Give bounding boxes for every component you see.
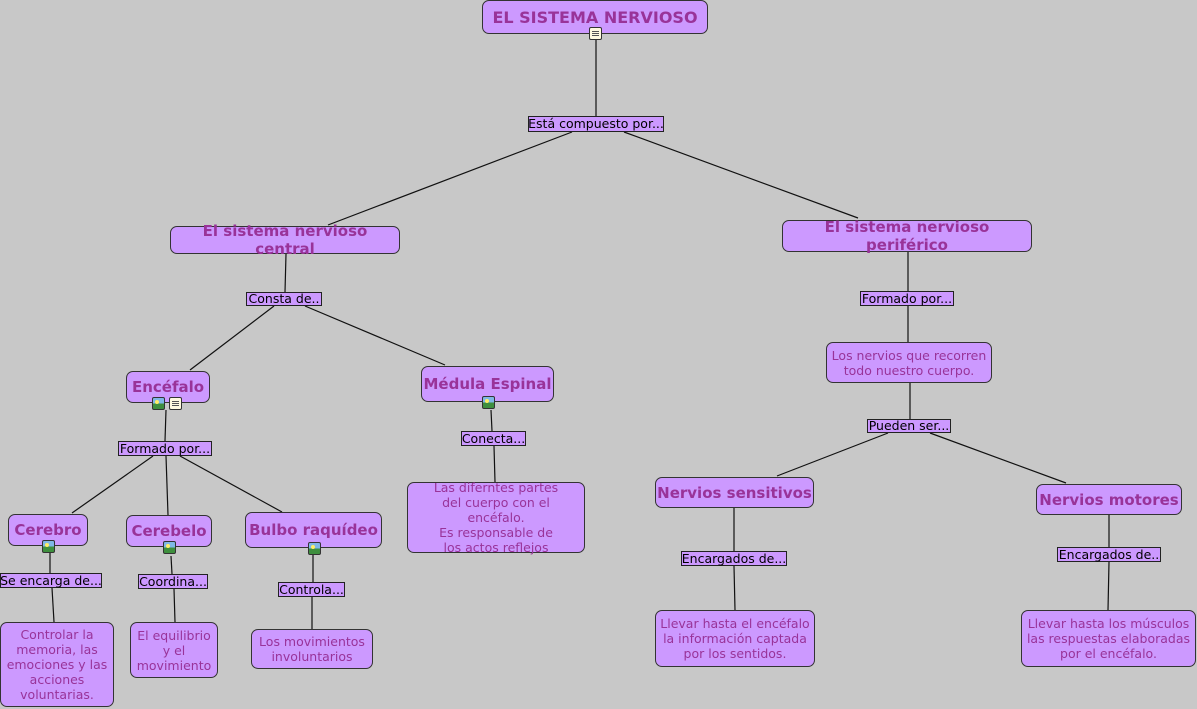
concept-label: Médula Espinal	[423, 375, 552, 393]
desc-line: El equilibrio	[137, 627, 211, 643]
desc-line: la información captada	[663, 631, 807, 646]
concept-label: Nervios sensitivos	[657, 483, 812, 502]
desc-line: todo nuestro cuerpo.	[843, 362, 975, 378]
image-icon[interactable]	[482, 396, 495, 409]
document-icon[interactable]	[169, 397, 182, 410]
image-icon[interactable]	[42, 540, 55, 553]
concept-label: El sistema nervioso central	[202, 222, 368, 258]
desc-line: voluntarias.	[20, 687, 94, 702]
image-icon[interactable]	[163, 541, 176, 554]
link-encargados-motores[interactable]: Encargados de..	[1057, 546, 1161, 562]
concept-label: El sistema nervioso periférico	[824, 218, 990, 254]
desc-line: Las diferntes partes	[433, 480, 559, 495]
desc-line: memoria, las	[16, 642, 98, 657]
link-encargados-sensitivos[interactable]: Encargados de...	[681, 550, 787, 566]
concept-label: Nervios motores	[1039, 490, 1179, 509]
concept-central[interactable]: El sistema nervioso central	[170, 222, 400, 258]
desc-line: Controlar la	[20, 627, 94, 642]
concept-label: Encéfalo	[131, 378, 205, 396]
desc-line: los actos reflejos	[443, 540, 549, 555]
desc-line: Es responsable de	[439, 525, 553, 540]
link-conecta[interactable]: Conecta...	[461, 430, 526, 446]
link-formado-periferico[interactable]: Formado por...	[860, 290, 954, 306]
document-icon[interactable]	[589, 27, 602, 40]
concept-label: Cerebelo	[131, 522, 207, 540]
desc-line: Llevar hasta el encéfalo	[660, 616, 810, 631]
link-pueden[interactable]: Pueden ser...	[867, 418, 951, 433]
desc-line: acciones	[29, 672, 85, 687]
concept-motores[interactable]: Nervios motores	[1036, 484, 1182, 515]
concept-periferico[interactable]: El sistema nervioso periférico	[782, 218, 1032, 254]
desc-line: involuntarios	[271, 649, 353, 664]
link-compuesto[interactable]: Está compuesto por...	[528, 116, 664, 132]
concept-sensitivos[interactable]: Nervios sensitivos	[655, 477, 814, 508]
desc-line: por los sentidos.	[683, 646, 787, 661]
desc-line: del cuerpo con el encéfalo.	[442, 495, 550, 525]
link-se-encarga[interactable]: Se encarga de...	[0, 572, 102, 588]
desc-line: Llevar hasta los músculos	[1027, 616, 1190, 631]
desc-line: movimiento	[136, 657, 212, 673]
image-icon[interactable]	[308, 542, 321, 555]
concept-label: Cerebro	[14, 521, 82, 539]
link-consta[interactable]: Consta de..	[246, 292, 322, 306]
desc-line: Los movimientos	[259, 634, 365, 649]
desc-line: por el encéfalo.	[1060, 646, 1157, 661]
desc-line: Los nervios que recorren	[831, 347, 987, 363]
concept-label: EL SISTEMA NERVIOSO	[492, 7, 698, 27]
concept-encefalo[interactable]: Encéfalo	[126, 371, 210, 403]
desc-line: y el	[162, 642, 186, 658]
link-controla[interactable]: Controla...	[278, 581, 345, 597]
desc-line: emociones y las	[6, 657, 108, 672]
concept-label: Bulbo raquídeo	[249, 521, 378, 539]
image-icon[interactable]	[152, 397, 165, 410]
link-formado-encefalo[interactable]: Formado por...	[118, 440, 212, 456]
desc-line: las respuestas elaboradas	[1026, 631, 1191, 646]
link-coordina[interactable]: Coordina...	[138, 573, 208, 589]
